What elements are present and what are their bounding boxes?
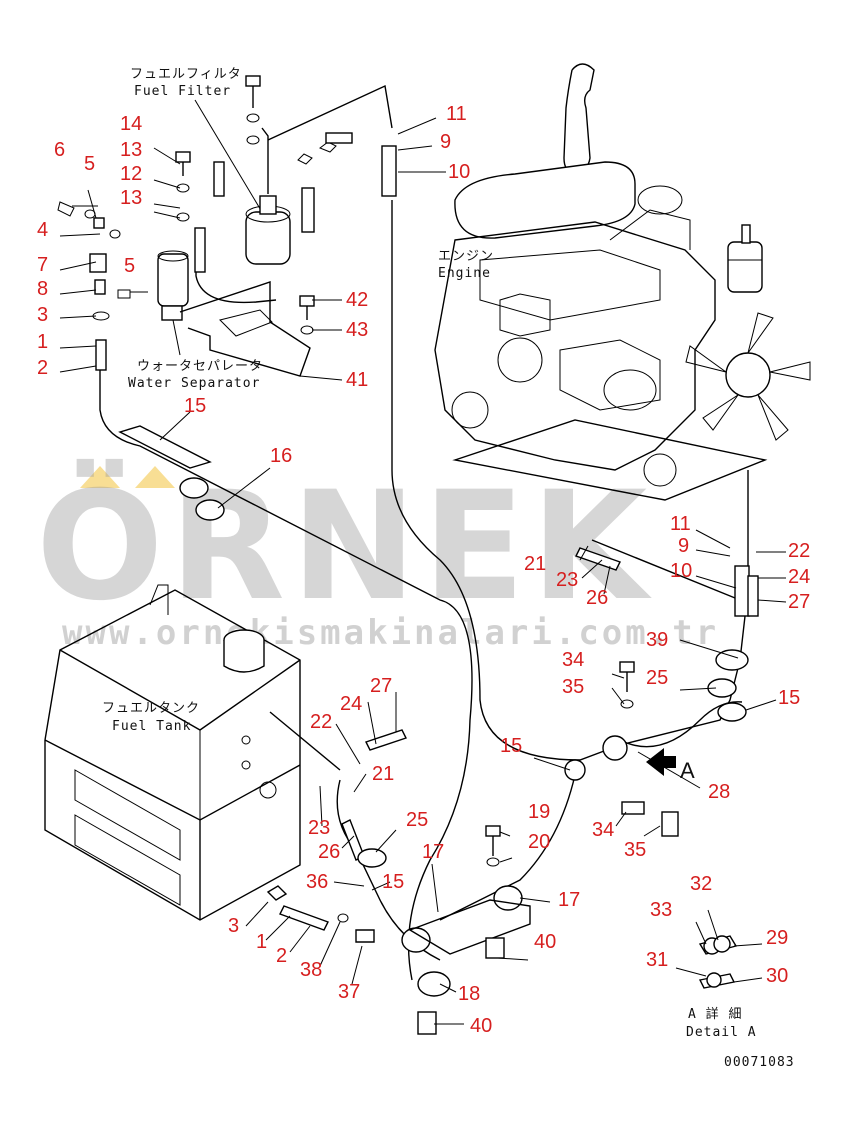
- callout-33: 33: [650, 899, 672, 921]
- fuel-tank-label-en: Fuel Tank: [112, 719, 191, 734]
- callout-1: 1: [37, 331, 48, 353]
- callout-40: 40: [470, 1015, 492, 1037]
- callout-8: 8: [37, 278, 48, 300]
- callout-5: 5: [84, 153, 95, 175]
- watermark-accent-right: [135, 466, 175, 488]
- callout-43: 43: [346, 319, 368, 341]
- callout-42: 42: [346, 289, 368, 311]
- callout-27: 27: [370, 675, 392, 697]
- callout-10: 10: [448, 161, 470, 183]
- fuel-filter-label-jp: フュエルフィルタ: [130, 67, 242, 82]
- callout-39: 39: [646, 629, 668, 651]
- callout-23: 23: [556, 569, 578, 591]
- callout-7: 7: [37, 254, 48, 276]
- callout-17: 17: [422, 841, 444, 863]
- callout-1: 1: [256, 931, 267, 953]
- callout-34: 34: [562, 649, 584, 671]
- callout-38: 38: [300, 959, 322, 981]
- callout-36: 36: [306, 871, 328, 893]
- fuel-filter-label-en: Fuel Filter: [134, 84, 231, 99]
- callout-22: 22: [788, 540, 810, 562]
- callout-14: 14: [120, 113, 142, 135]
- callout-23: 23: [308, 817, 330, 839]
- callout-25: 25: [646, 667, 668, 689]
- callout-13: 13: [120, 139, 142, 161]
- callout-35: 35: [562, 676, 584, 698]
- callout-16: 16: [270, 445, 292, 467]
- detail-label-jp: A 詳 細: [688, 1006, 742, 1022]
- drawing-number: 00071083: [724, 1055, 795, 1070]
- water-separator-label-en: Water Separator: [128, 376, 260, 391]
- callout-35: 35: [624, 839, 646, 861]
- callout-6: 6: [54, 139, 65, 161]
- fuel-tank: フュエルタンク Fuel Tank: [44, 584, 301, 921]
- callout-9: 9: [678, 535, 689, 557]
- callout-3: 3: [37, 304, 48, 326]
- callout-11: 11: [446, 103, 467, 125]
- callout-27: 27: [788, 591, 810, 613]
- watermark-accent-left: [80, 466, 120, 488]
- detail-label-en: Detail A: [686, 1025, 757, 1040]
- engine-label-en: Engine: [438, 266, 491, 281]
- callout-26: 26: [318, 841, 340, 863]
- callout-19: 19: [528, 801, 550, 823]
- callout-25: 25: [406, 809, 428, 831]
- fuel-lines: A: [99, 145, 759, 1035]
- callout-12: 12: [120, 163, 142, 185]
- callout-32: 32: [690, 873, 712, 895]
- callout-15: 15: [778, 687, 800, 709]
- callout-17: 17: [558, 889, 580, 911]
- filter-assembly: フュエルフィルタ Fuel Filter ウォータセパレータ Water Sep…: [57, 67, 393, 391]
- callout-21: 21: [524, 553, 546, 575]
- callout-29: 29: [766, 927, 788, 949]
- detail-a: A 詳 細 Detail A: [686, 935, 757, 1040]
- callout-30: 30: [766, 965, 788, 987]
- leader-lines: [59, 117, 787, 1025]
- callout-2: 2: [276, 945, 287, 967]
- watermark: ÖRNEK www.ornekismakinalari.com.tr: [36, 458, 719, 653]
- callout-20: 20: [528, 831, 550, 853]
- callout-4: 4: [37, 219, 48, 241]
- callout-41: 41: [346, 369, 368, 391]
- callout-15: 15: [500, 735, 522, 757]
- callout-18: 18: [458, 983, 480, 1005]
- callout-31: 31: [646, 949, 668, 971]
- callout-28: 28: [708, 781, 730, 803]
- callout-15: 15: [184, 395, 206, 417]
- callout-34: 34: [592, 819, 614, 841]
- callout-9: 9: [440, 131, 451, 153]
- callout-37: 37: [338, 981, 360, 1003]
- callout-15: 15: [382, 871, 404, 893]
- callout-24: 24: [340, 693, 362, 715]
- callout-24: 24: [788, 566, 810, 588]
- view-arrow-a: [646, 748, 676, 776]
- engine-label-jp: エンジン: [438, 249, 494, 264]
- water-separator-label-jp: ウォータセパレータ: [137, 359, 263, 374]
- callout-40: 40: [534, 931, 556, 953]
- callout-numbers: 6 5 4 5 7 8 3 1 2 14 13 12 13 11 9 10 42…: [37, 103, 810, 1037]
- callout-5: 5: [124, 255, 135, 277]
- view-arrow-label: A: [680, 758, 695, 783]
- callout-11: 11: [670, 513, 691, 535]
- callout-21: 21: [372, 763, 394, 785]
- fuel-tank-label-jp: フュエルタンク: [102, 701, 200, 716]
- callout-3: 3: [228, 915, 239, 937]
- callout-13: 13: [120, 187, 142, 209]
- watermark-url: www.ornekismakinalari.com.tr: [62, 613, 719, 653]
- callout-10: 10: [670, 560, 692, 582]
- engine-drawing: エンジン Engine: [434, 63, 811, 501]
- callout-26: 26: [586, 587, 608, 609]
- watermark-brand: ÖRNEK: [36, 458, 653, 634]
- callout-22: 22: [310, 711, 332, 733]
- callout-2: 2: [37, 357, 48, 379]
